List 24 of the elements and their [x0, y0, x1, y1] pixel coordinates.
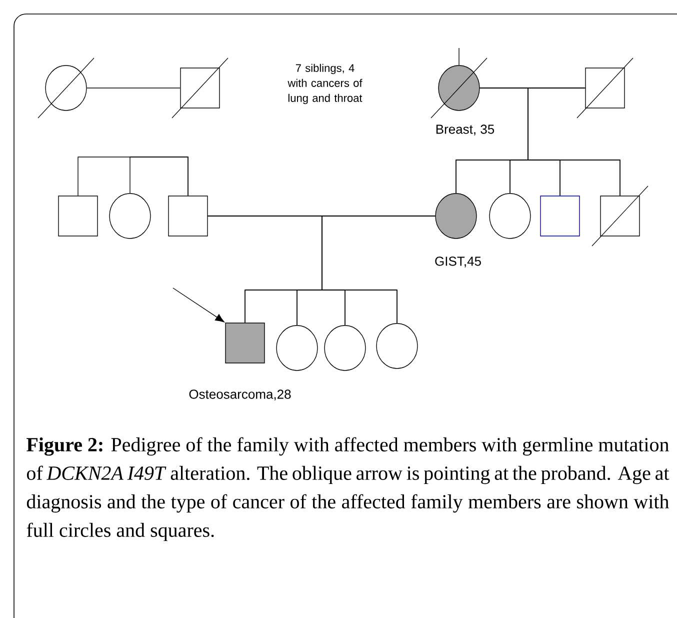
- female-symbol: [276, 325, 318, 371]
- diagnosis-label: Breast, 35: [436, 124, 494, 136]
- male-symbol: [58, 196, 98, 236]
- male-symbol: [540, 196, 580, 236]
- female-symbol: [435, 193, 477, 239]
- female-symbol: [324, 325, 366, 371]
- female-symbol: [38, 58, 94, 118]
- proband-arrow: [172, 288, 224, 322]
- note-text: 7 siblings, 4 with cancers of lung and throat: [288, 64, 362, 104]
- male-symbol: [592, 186, 648, 246]
- male-symbol: [172, 58, 228, 118]
- female-symbol: [489, 193, 531, 239]
- diagnosis-label: GIST,45: [435, 256, 481, 268]
- figure-caption: Figure 2: Pedigree of the family with affected members with germline mutation of DCKN2A I49T alteration. The oblique arrow is pointing at the proband. Age at diagnosis and the type of cancer of the affected family members are shown with full circles and squares.: [26, 437, 670, 542]
- pedigree-line: [528, 88, 620, 196]
- pedigree-line: [130, 156, 188, 196]
- female-symbol: [109, 193, 151, 239]
- male-symbol: [576, 58, 634, 118]
- female-symbol: [376, 323, 418, 369]
- female-symbol: [430, 58, 488, 118]
- diagnosis-label: Osteosarcoma,28: [189, 390, 291, 400]
- male-symbol: [168, 196, 208, 236]
- male-symbol: [225, 322, 265, 364]
- pedigree-line: [458, 48, 460, 66]
